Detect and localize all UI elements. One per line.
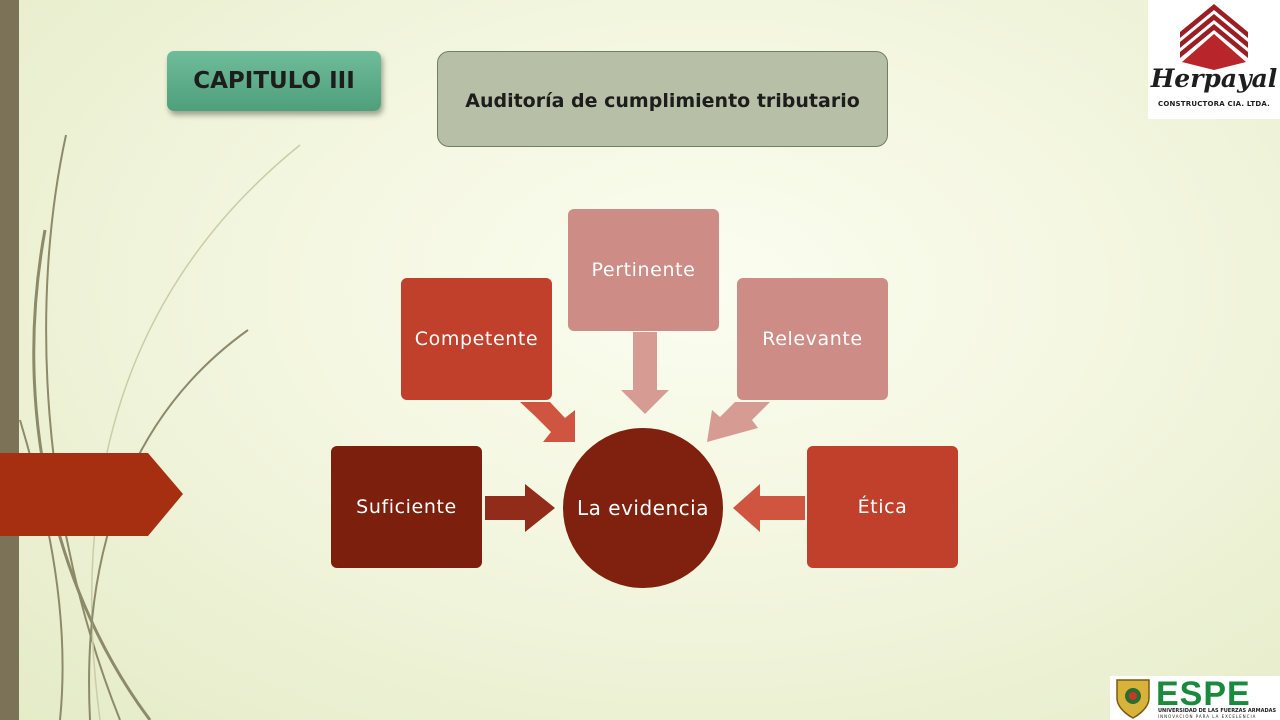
node-competente: Competente	[401, 278, 552, 400]
node-pertinente: Pertinente	[568, 209, 719, 331]
espe-crest-icon	[1116, 679, 1150, 719]
left-accent-bar	[0, 0, 19, 720]
node-etica: Ética	[807, 446, 958, 568]
herpayal-logo: Herpayal CONSTRUCTORA CIA. LTDA.	[1148, 0, 1280, 119]
espe-wordmark: ESPE	[1156, 675, 1251, 713]
arrow-etica	[733, 484, 805, 532]
espe-motto-line: INNOVACIÓN PARA LA EXCELENCIA	[1158, 714, 1257, 719]
herpayal-brand-name: Herpayal	[1150, 64, 1278, 93]
herpayal-subtitle: CONSTRUCTORA CIA. LTDA.	[1157, 100, 1271, 108]
espe-logo: ESPE UNIVERSIDAD DE LAS FUERZAS ARMADAS …	[1110, 675, 1280, 720]
center-node-evidence: La evidencia	[563, 428, 723, 588]
slide-title: Auditoría de cumplimiento tributario	[437, 51, 888, 147]
arrow-competente	[520, 402, 575, 442]
espe-university-line: UNIVERSIDAD DE LAS FUERZAS ARMADAS	[1158, 708, 1277, 714]
chapter-label: CAPITULO III	[167, 51, 381, 111]
herpayal-roof-icon	[1180, 4, 1248, 70]
arrow-relevante	[707, 402, 770, 442]
arrow-pertinente	[621, 332, 669, 414]
node-suficiente: Suficiente	[331, 446, 482, 568]
node-relevante: Relevante	[737, 278, 888, 400]
arrow-suficiente	[485, 484, 555, 532]
red-pentagon-arrow	[0, 453, 183, 536]
